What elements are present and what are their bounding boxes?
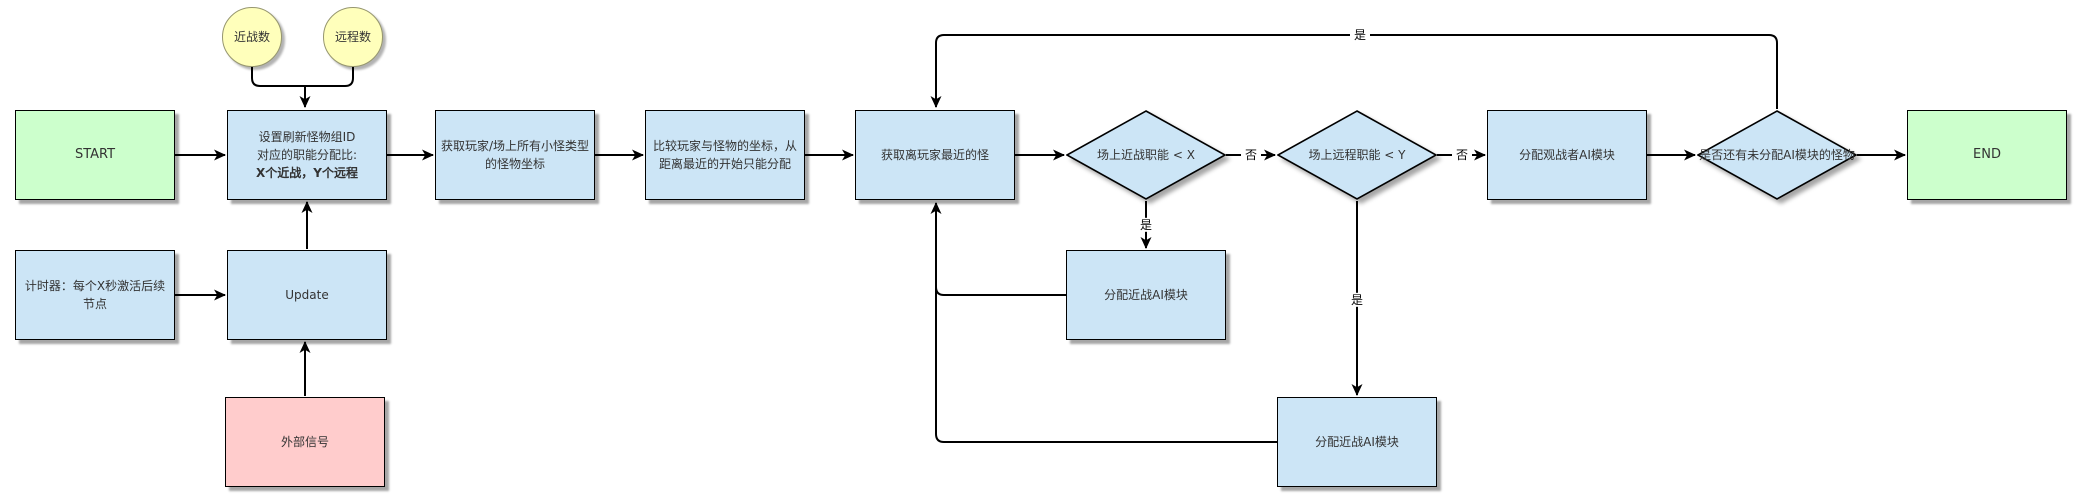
node-compare[interactable]: 比较玩家与怪物的坐标，从距离最近的开始只能分配: [645, 110, 805, 200]
node-set-ratio-label: 设置刷新怪物组ID 对应的职能分配比: X个近战，Y个远程: [256, 130, 358, 180]
node-assign-spectator[interactable]: 分配观战者AI模块: [1487, 110, 1647, 200]
edge-label-yes-top-loop: 是: [1349, 27, 1371, 43]
edge-assignmelee2-feedback-to-getnearest: [930, 202, 1277, 443]
node-remaining-check[interactable]: 是否还有未分配AI模块的怪物: [1697, 110, 1857, 200]
node-external-signal-label: 外部信号: [280, 435, 329, 449]
node-timer[interactable]: 计时器：每个X秒激活后续节点: [15, 250, 175, 340]
node-melee-check[interactable]: 场上近战职能 < X: [1066, 110, 1226, 200]
edge-label-yes-2: 是: [1346, 292, 1368, 308]
edge-label-no-1: 否: [1240, 147, 1262, 163]
node-ranged-count-label: 远程数: [334, 30, 371, 44]
diamond-shape: [1277, 110, 1437, 200]
edge-rangedcount-to-setratio: [304, 67, 354, 87]
node-assign-melee-2-label: 分配近战AI模块: [1315, 435, 1399, 449]
node-get-nearest-label: 获取离玩家最近的怪: [880, 148, 989, 162]
node-melee-check-label: 场上近战职能 < X: [1097, 148, 1195, 162]
node-assign-melee-1-label: 分配近战AI模块: [1104, 288, 1188, 302]
edge-assignmelee1-feedback: [935, 262, 1066, 296]
node-end[interactable]: END: [1907, 110, 2067, 200]
node-start[interactable]: START: [15, 110, 175, 200]
diamond-shape: [1066, 110, 1226, 200]
diamond-shape: [1697, 110, 1857, 200]
node-ranged-count[interactable]: 远程数: [323, 7, 383, 67]
node-end-label: END: [1973, 147, 2001, 163]
node-remaining-check-label: 是否还有未分配AI模块的怪物: [1699, 148, 1855, 162]
node-get-coords[interactable]: 获取玩家/场上所有小怪类型的怪物坐标: [435, 110, 595, 200]
edge-meleecount-to-setratio: [251, 67, 306, 87]
node-external-signal[interactable]: 外部信号: [225, 397, 385, 487]
node-melee-count[interactable]: 近战数: [222, 7, 282, 67]
node-ranged-check[interactable]: 场上远程职能 < Y: [1277, 110, 1437, 200]
edge-label-no-2: 否: [1451, 147, 1473, 163]
edge-label-yes-1: 是: [1135, 217, 1157, 233]
node-assign-melee-2[interactable]: 分配近战AI模块: [1277, 397, 1437, 487]
edge-remainingcheck-yes-loop-to-getnearest: [930, 34, 1778, 109]
node-start-label: START: [74, 147, 116, 163]
node-update[interactable]: Update: [227, 250, 387, 340]
node-melee-count-label: 近战数: [233, 30, 270, 44]
node-compare-label: 比较玩家与怪物的坐标，从距离最近的开始只能分配: [652, 139, 797, 171]
node-get-nearest[interactable]: 获取离玩家最近的怪: [855, 110, 1015, 200]
node-assign-melee-1[interactable]: 分配近战AI模块: [1066, 250, 1226, 340]
node-set-ratio[interactable]: 设置刷新怪物组ID 对应的职能分配比: X个近战，Y个远程: [227, 110, 387, 200]
node-assign-spectator-label: 分配观战者AI模块: [1519, 148, 1615, 162]
node-get-coords-label: 获取玩家/场上所有小怪类型的怪物坐标: [440, 139, 590, 171]
node-update-label: Update: [285, 288, 329, 302]
node-timer-label: 计时器：每个X秒激活后续节点: [24, 279, 166, 311]
node-ranged-check-label: 场上远程职能 < Y: [1308, 148, 1406, 162]
